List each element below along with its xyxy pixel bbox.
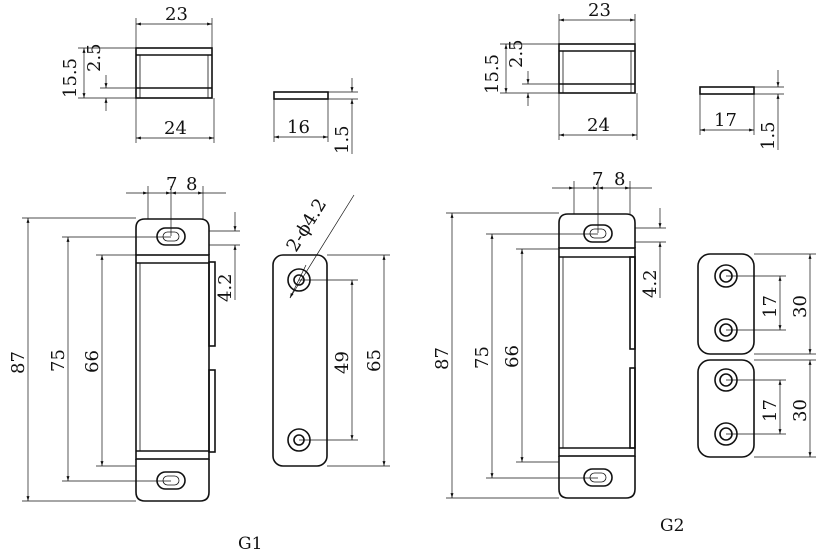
g2-plate-length-dim: 17 — [714, 110, 737, 131]
g1-top-w1-dim: 7 — [166, 174, 177, 195]
g1-base-dim: 24 — [164, 118, 187, 139]
g2-offset-dim: 4.2 — [640, 269, 661, 298]
g2-plate-thickness-dim: 1.5 — [758, 121, 779, 150]
g2-height-dim: 15.5 — [482, 54, 503, 94]
g2-top-w1-dim: 7 — [592, 169, 603, 190]
g2-overall-dim: 87 — [432, 347, 453, 370]
g1-width-dim: 23 — [165, 4, 188, 25]
g1-plate-front-view: 2-ϕ4.2 49 65 — [272, 194, 390, 467]
g2-lower-spacing-dim: 17 — [760, 399, 781, 422]
g1-holes-callout: 2-ϕ4.2 — [282, 195, 331, 256]
g1-plate-length-dim: 16 — [287, 117, 310, 138]
g1-top-w2-dim: 8 — [186, 174, 197, 195]
g2-plate-upper — [697, 253, 755, 355]
g1-plate-spacing-dim: 49 — [332, 351, 353, 374]
g2-label: G2 — [660, 516, 684, 536]
g2-plate-front-views: 17 30 17 30 — [697, 253, 816, 458]
g2-body-dim: 66 — [502, 345, 523, 368]
g2-top-w2-dim: 8 — [614, 169, 625, 190]
g1-hole-spacing-dim: 75 — [48, 349, 69, 372]
g1-lip-dim: 2.5 — [84, 43, 105, 72]
g2-side-view: 7 8 87 75 66 4.2 — [432, 169, 666, 499]
g1-body-dim: 66 — [82, 350, 103, 373]
g1-side-view: 7 8 87 75 66 4.2 — [8, 174, 240, 502]
g2-plate-top-view: 17 1.5 — [699, 70, 784, 150]
g2-top-view: 23 24 15.5 2.5 — [482, 0, 638, 140]
g2-base-dim: 24 — [587, 115, 610, 136]
g2-upper-length-dim: 30 — [790, 295, 811, 318]
g1-slot-bottom — [156, 471, 186, 490]
g1-top-view: 23 24 15.5 2.5 — [60, 4, 215, 143]
g1-offset-dim: 4.2 — [215, 273, 236, 302]
g2-lip-dim: 2.5 — [506, 39, 527, 68]
g2-width-dim: 23 — [588, 0, 611, 21]
g1-label: G1 — [238, 534, 262, 554]
g1-overall-dim: 87 — [8, 351, 29, 374]
g1-plate-top-view: 16 1.5 — [273, 78, 358, 154]
g2-lower-length-dim: 30 — [790, 399, 811, 422]
g2-plate-lower — [697, 359, 755, 458]
g2-hole-spacing-dim: 75 — [472, 346, 493, 369]
g1-plate-thickness-dim: 1.5 — [332, 125, 353, 154]
g1-plate-length-front-dim: 65 — [364, 349, 385, 372]
g2-slot-bottom — [583, 468, 613, 487]
g2-upper-spacing-dim: 17 — [760, 295, 781, 318]
g1-height-dim: 15.5 — [60, 58, 81, 98]
